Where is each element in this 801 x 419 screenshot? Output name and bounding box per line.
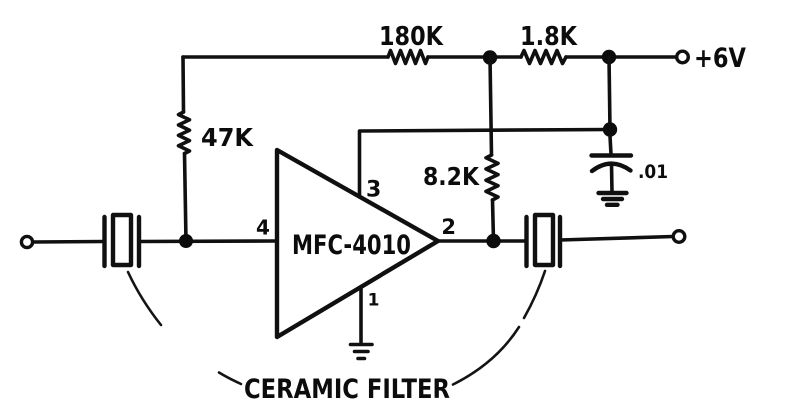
wire-capnode-to-cap — [608, 134, 613, 156]
resistor-1_8k-symbol — [519, 48, 568, 66]
junction-node-cap — [602, 122, 618, 137]
wire-47k-to-input-node — [182, 151, 188, 243]
leader-right-arc-lower — [451, 325, 521, 386]
junction-node-input — [179, 234, 193, 248]
wire-rail-to-47k — [181, 55, 186, 114]
resistor-180k-symbol — [386, 48, 430, 66]
ground-symbol-capacitor — [596, 190, 629, 207]
wire-filter-to-terminal — [558, 234, 675, 242]
wire-filter-to-node — [137, 239, 279, 244]
pin2-label: 2 — [441, 215, 456, 239]
caption-leaders — [126, 269, 547, 386]
ground-symbol-opamp — [348, 342, 374, 361]
branch-47k — [176, 55, 192, 243]
supply-terminal — [675, 49, 691, 65]
output-line — [436, 212, 687, 269]
wire-cap-to-ground — [609, 162, 614, 194]
top-rail — [181, 48, 691, 66]
leader-right-arc-upper — [522, 269, 547, 320]
wire-input-to-filter — [31, 239, 106, 244]
leader-left-dash — [217, 371, 243, 386]
output-terminal — [671, 228, 687, 244]
input-terminal — [19, 234, 35, 250]
pin1-label: 1 — [368, 291, 380, 311]
filter-box — [110, 212, 134, 268]
branch-capacitor — [589, 55, 634, 207]
opamp-triangle — [274, 147, 441, 340]
supply-voltage-label: +6V — [694, 43, 746, 74]
filter-box — [532, 212, 556, 268]
ceramic-filter-output — [524, 212, 563, 269]
pin3-label: 3 — [366, 178, 381, 203]
resistor-180k-label: 180K — [379, 22, 444, 52]
wire-node-to-8_2k — [488, 55, 494, 157]
wire-node-to-capnode — [607, 55, 612, 132]
ic-name-label: MFC-4010 — [292, 230, 411, 261]
resistor-1_8k-label: 1.8K — [520, 22, 578, 52]
input-line — [19, 212, 279, 269]
leader-left-arc — [126, 270, 163, 327]
capacitor-value-label: .01 — [638, 161, 668, 183]
junction-node-output — [486, 233, 501, 249]
resistor-47k-symbol — [176, 110, 192, 156]
opamp — [274, 127, 612, 361]
resistor-8_2k-symbol — [484, 153, 500, 202]
pin3-wire — [357, 127, 612, 199]
resistor-8_2k-label: 8.2K — [423, 162, 480, 191]
branch-8_2k — [484, 55, 500, 243]
ceramic-filter-input — [102, 212, 142, 269]
resistor-47k-label: 47K — [201, 123, 255, 152]
pin4-label: 4 — [256, 216, 270, 240]
ceramic-filter-caption: CERAMIC FILTER — [244, 374, 450, 405]
